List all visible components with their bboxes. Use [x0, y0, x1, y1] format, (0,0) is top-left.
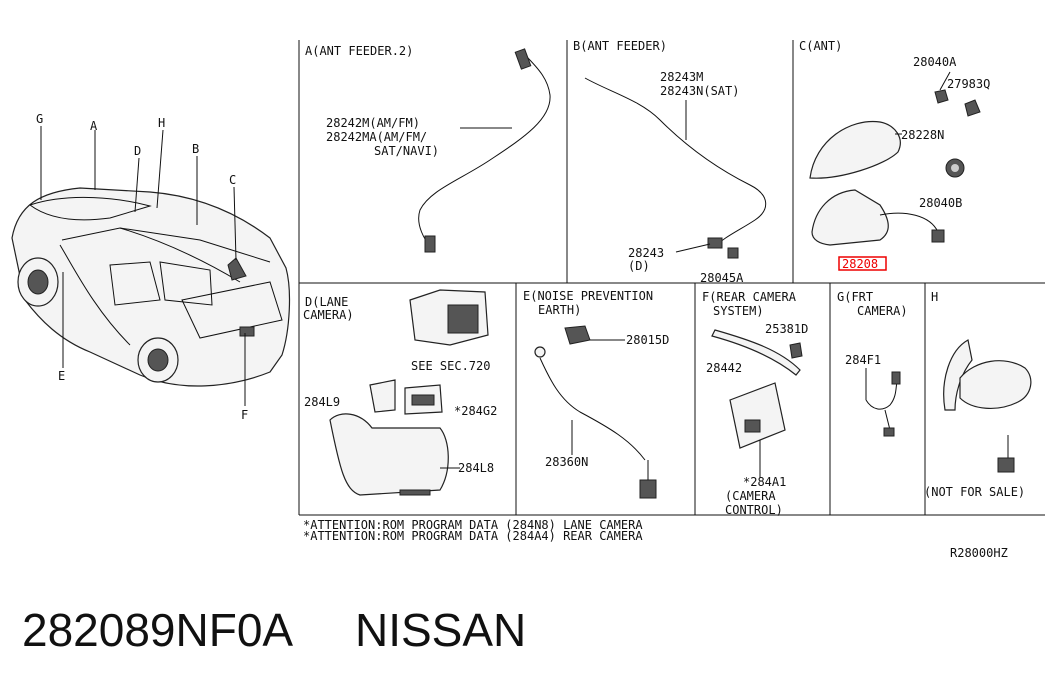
- section-a-title: A(ANT FEEDER.2): [305, 44, 413, 58]
- callout-c: C: [229, 173, 236, 187]
- section-e-title-line2: EARTH): [538, 303, 581, 317]
- brand-name: NISSAN: [355, 604, 526, 656]
- part-28243m: 28243M: [660, 70, 703, 84]
- part-28243: 28243: [628, 246, 664, 260]
- part-284l8: 284L8: [458, 461, 494, 475]
- callout-e: E: [58, 369, 65, 383]
- section-f-title-line2: SYSTEM): [713, 304, 764, 318]
- callout-h: H: [158, 116, 165, 130]
- part-28040b: 28040B: [919, 196, 962, 210]
- side-mirror: [943, 339, 1032, 473]
- callout-f: F: [241, 408, 248, 422]
- section-g-title-line2: CAMERA): [857, 304, 908, 318]
- section-b-title: B(ANT FEEDER): [573, 39, 667, 53]
- callout-b: B: [192, 142, 199, 156]
- rear-camera-parts: [711, 329, 803, 478]
- highlight-box: [838, 256, 887, 271]
- part-25381d: 25381D: [765, 322, 808, 336]
- attention-note-1: *ATTENTION:ROM PROGRAM DATA (284N8) LANE…: [303, 518, 643, 532]
- part-284l9: 284L9: [304, 395, 340, 409]
- part-28208-highlighted: 28208: [842, 257, 878, 271]
- part-28228n: 28228N: [901, 128, 944, 142]
- section-d-title-line2: CAMERA): [303, 308, 354, 322]
- part-28015d: 28015D: [626, 333, 669, 347]
- part-284g2: *284G2: [454, 404, 497, 418]
- part-284f1: 284F1: [845, 353, 881, 367]
- noise-prevention-earth: [534, 325, 657, 499]
- part-28442: 28442: [706, 361, 742, 375]
- antenna-parts: [809, 71, 981, 246]
- part-28040a: 28040A: [913, 55, 957, 69]
- part-28242m: 28242M(AM/FM): [326, 116, 420, 130]
- camera-control-line2: CONTROL): [725, 503, 783, 517]
- callout-g: G: [36, 112, 43, 126]
- section-c-title: C(ANT): [799, 39, 842, 53]
- section-h-title: H: [931, 290, 938, 304]
- part-28242ma-cont: SAT/NAVI): [374, 144, 439, 158]
- callout-d: D: [134, 144, 141, 158]
- camera-control-line1: (CAMERA: [725, 489, 776, 503]
- part-28243n: 28243N(SAT): [660, 84, 739, 98]
- see-sec-720: SEE SEC.720: [411, 359, 490, 373]
- attention-note-2: *ATTENTION:ROM PROGRAM DATA (284A4) REAR…: [303, 529, 643, 543]
- lane-camera-parts: [329, 289, 489, 496]
- not-for-sale: (NOT FOR SALE): [924, 485, 1025, 499]
- front-camera-harness: [865, 368, 901, 437]
- ant-feeder-cable: [584, 77, 767, 259]
- callout-a: A: [90, 119, 98, 133]
- ant-feeder-2-cable: [418, 48, 551, 253]
- section-g-title-line1: G(FRT: [837, 290, 873, 304]
- part-28243-d: (D): [628, 259, 650, 273]
- part-28360n: 28360N: [545, 455, 588, 469]
- vehicle-illustration: [11, 126, 291, 406]
- part-284a1: *284A1: [743, 475, 786, 489]
- section-d-title-line1: D(LANE: [305, 295, 348, 309]
- part-number-title: 282089NF0A: [22, 604, 293, 656]
- section-f-title-line1: F(REAR CAMERA: [702, 290, 797, 304]
- section-e-title-line1: E(NOISE PREVENTION: [523, 289, 653, 303]
- part-28045a: 28045A: [700, 271, 744, 285]
- part-28242ma: 28242MA(AM/FM/: [326, 130, 427, 144]
- part-27983q: 27983Q: [947, 77, 990, 91]
- section-grid: [298, 40, 1045, 516]
- diagram-code: R28000HZ: [950, 546, 1008, 560]
